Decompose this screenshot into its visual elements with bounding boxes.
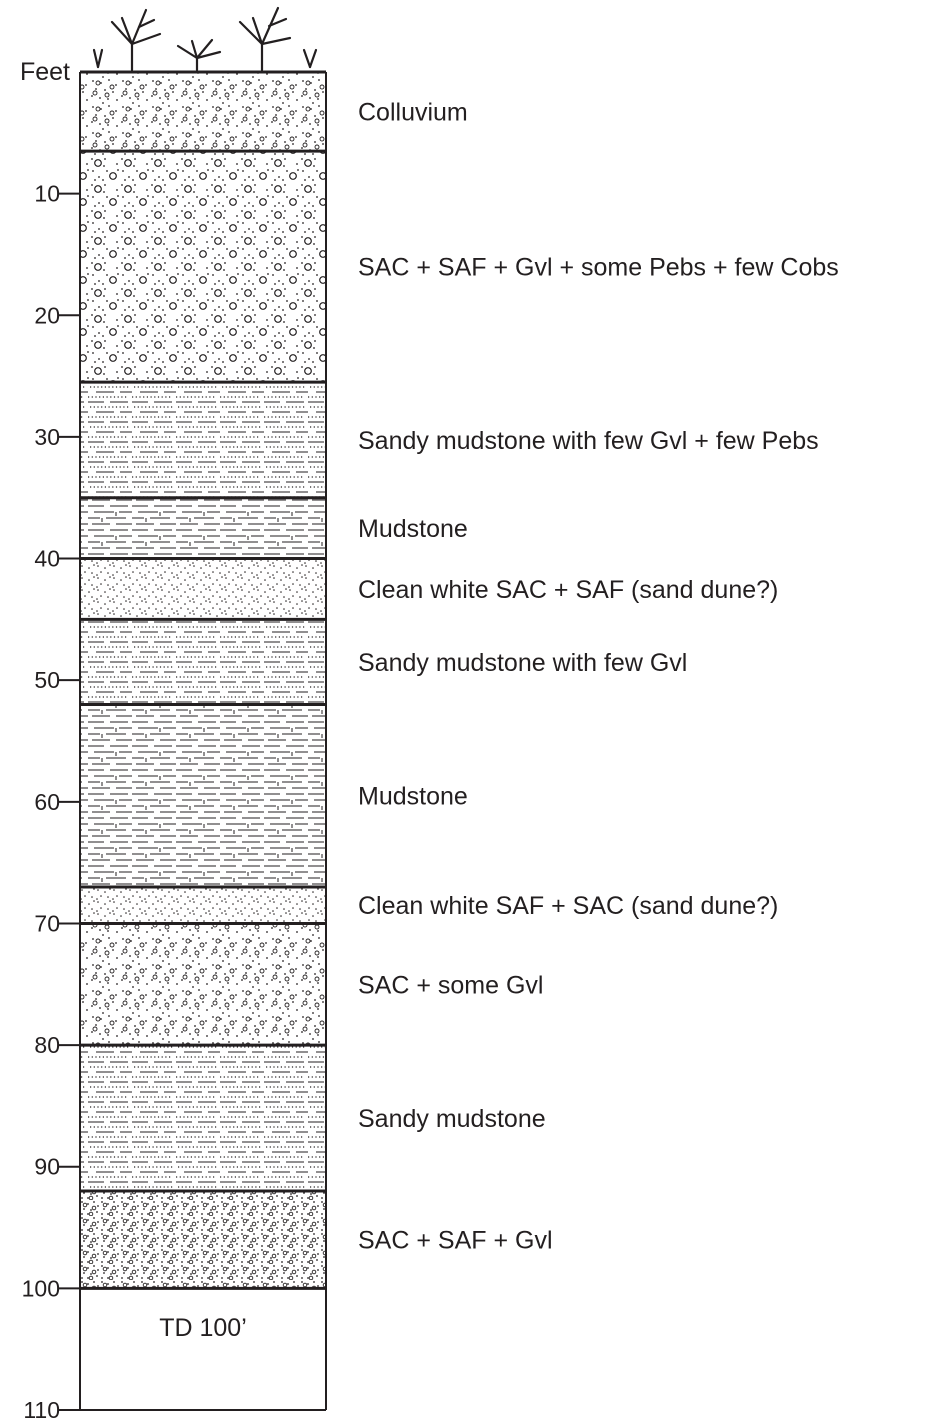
layer-description: Mudstone (358, 515, 468, 543)
layer-description: Sandy mudstone with few Gvl + few Pebs (358, 427, 819, 455)
depth-tick-label: 20 (34, 302, 60, 328)
depth-tick-label: 90 (34, 1154, 60, 1180)
depth-units-label: Feet (20, 58, 70, 86)
shrub-icon (238, 6, 292, 72)
depth-tick-label: 80 (34, 1032, 60, 1058)
depth-tick-label: 60 (34, 789, 60, 815)
layer-description: Colluvium (358, 99, 468, 127)
depth-tick-label: 30 (34, 424, 60, 450)
layer-description: SAC + SAF + Gvl (358, 1227, 553, 1255)
layer-mudstone (80, 497, 326, 559)
shrub-icon (176, 38, 222, 72)
layer-sandy-mudstone (80, 382, 326, 498)
grass-tuft-icon (92, 48, 104, 69)
depth-tick-label: 110 (23, 1397, 60, 1423)
layer-pebbly-sand (80, 923, 326, 1046)
layer-description: Clean white SAF + SAC (sand dune?) (358, 892, 778, 920)
depth-tick-label: 100 (22, 1275, 60, 1301)
depth-tick-label: 70 (34, 910, 60, 936)
shrub-icons (92, 6, 318, 72)
depth-tick-label: 40 (34, 546, 60, 572)
layer-mudstone (80, 704, 326, 887)
depth-axis: 10 20 30 40 50 60 70 80 90 100 110 (22, 181, 80, 1423)
grass-tuft-icon (302, 48, 318, 69)
depth-tick-label: 10 (34, 181, 60, 207)
layer-sand (80, 558, 326, 620)
depth-tick-label: 50 (34, 667, 60, 693)
layer-description: SAC + some Gvl (358, 971, 543, 999)
layer-group (80, 72, 326, 1290)
layer-description: Sandy mudstone with few Gvl (358, 649, 687, 677)
layer-dense-pebbly-sand (80, 1191, 326, 1289)
layer-pebbly-sand (80, 72, 326, 152)
layer-sand (80, 886, 326, 924)
layer-sandy-mudstone (80, 619, 326, 705)
layer-sandy-mudstone (80, 1045, 326, 1192)
layer-description: Clean white SAC + SAF (sand dune?) (358, 576, 778, 604)
total-depth-label: TD 100’ (159, 1314, 247, 1342)
layer-description: Mudstone (358, 783, 468, 811)
shrub-icon (110, 8, 162, 72)
layer-description: SAC + SAF + Gvl + some Pebs + few Cobs (358, 254, 839, 282)
layer-description: Sandy mudstone (358, 1105, 546, 1133)
layer-gravel (80, 151, 326, 383)
